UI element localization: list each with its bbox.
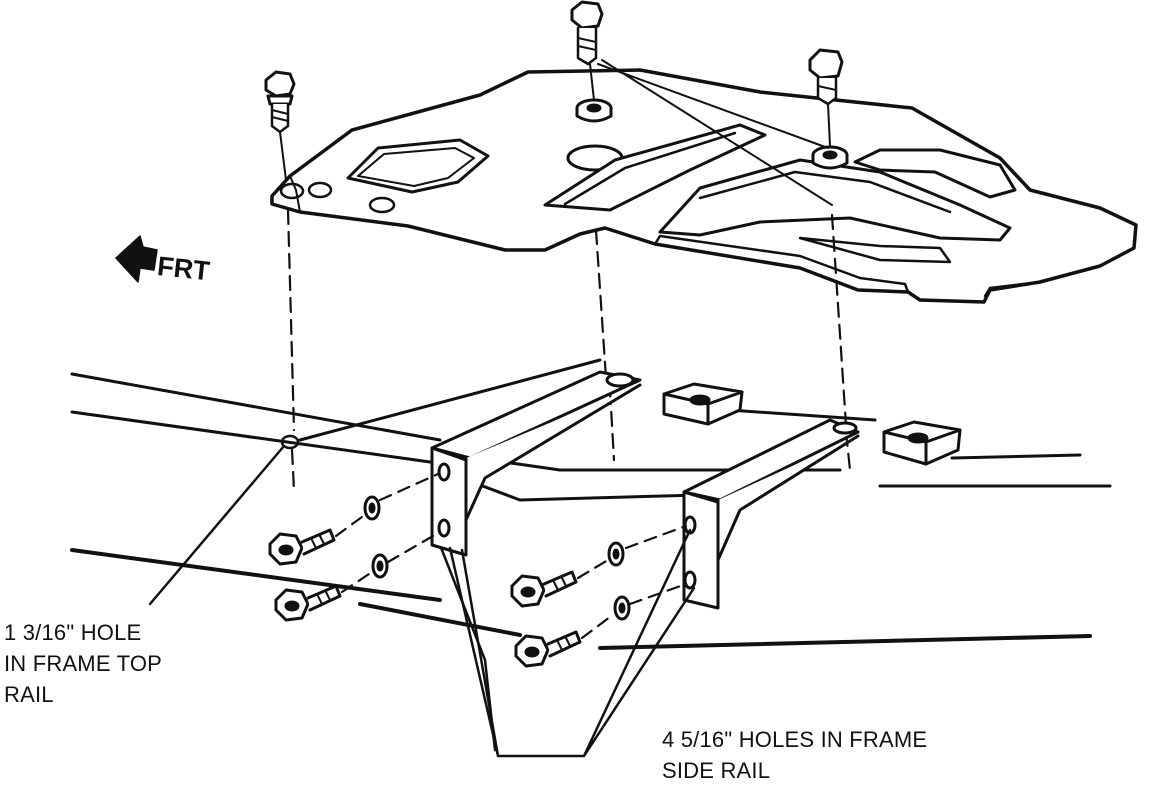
- frame-bracket-left: [430, 370, 642, 557]
- callout-line: RAIL: [4, 682, 54, 707]
- washer-icon: [371, 553, 389, 579]
- bolt-icon: [808, 48, 844, 106]
- skid-plate-lip: [653, 234, 910, 294]
- washer-icon: [811, 145, 849, 170]
- bolt-icon: [570, 0, 604, 66]
- washer-icon: [363, 495, 381, 521]
- skid-plate-rib: [853, 148, 1017, 199]
- skid-plate-rib: [563, 131, 737, 206]
- callout-frame-side-rail-holes: 4 5/16" HOLES IN FRAME SIDE RAIL: [662, 724, 927, 786]
- washer-icon: [613, 595, 631, 621]
- skid-plate: [270, 68, 1138, 304]
- bolt-icon: [268, 528, 336, 566]
- callout-line: SIDE RAIL: [662, 758, 771, 783]
- skid-plate-hole: [307, 181, 333, 199]
- washer-icon: [575, 98, 613, 123]
- bolt-leader: [827, 103, 831, 147]
- callout-line: 4 5/16" HOLES IN FRAME: [662, 727, 928, 752]
- bolt-leader: [601, 59, 833, 206]
- bolt-icon: [274, 584, 342, 622]
- skid-plate-rib: [658, 158, 1012, 242]
- bolt-icon: [264, 70, 296, 134]
- bolt-icon: [510, 570, 578, 608]
- callout-line: IN FRAME TOP: [4, 651, 163, 676]
- front-direction-label: FRT: [155, 251, 212, 287]
- bolt-leader: [589, 63, 595, 101]
- skid-plate-rib: [798, 236, 952, 264]
- bolt-alignment-lines: [334, 472, 688, 640]
- callout-frame-top-rail-hole: 1 3/16" HOLE IN FRAME TOP RAIL: [4, 617, 162, 710]
- frame-top-rail-hole: [280, 434, 300, 450]
- skid-plate-rib: [698, 170, 952, 214]
- frame-bracket-right: [682, 418, 860, 610]
- callout-leader-side-holes: [448, 528, 696, 758]
- clip-nut-icon: [662, 382, 744, 426]
- callout-leader-top-hole: [148, 444, 286, 606]
- skid-plate-hole: [368, 196, 396, 214]
- bolt-leader: [597, 63, 829, 149]
- skid-plate-pan: [346, 138, 490, 194]
- bolt-icon: [514, 630, 582, 668]
- frame-rails: [70, 358, 1112, 752]
- callout-line: 1 3/16" HOLE: [4, 620, 142, 645]
- washer-icon: [607, 541, 625, 567]
- bolt-leader: [279, 131, 287, 181]
- skid-plate-edge: [289, 175, 301, 213]
- skid-plate-hole: [279, 182, 305, 200]
- skid-plate-lip: [983, 280, 1042, 298]
- skid-plate-pan-inner: [357, 147, 475, 187]
- clip-nut-icon: [882, 420, 962, 466]
- skid-plate-rib: [543, 123, 767, 212]
- front-direction-arrow-icon: [115, 235, 158, 283]
